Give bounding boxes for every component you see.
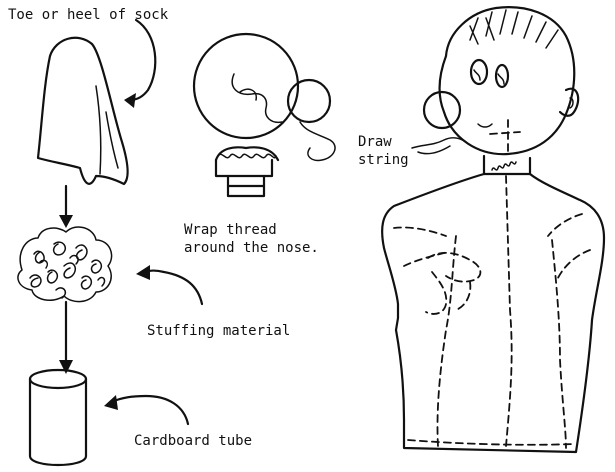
cardboard-tube-illustration <box>30 370 86 465</box>
down-arrow-1 <box>59 186 73 228</box>
down-arrow-2 <box>59 302 73 374</box>
stuffing-illustration <box>18 227 112 302</box>
stuffing-pointer-arrow <box>136 265 202 304</box>
sock-illustration <box>38 38 128 184</box>
sock-pointer-arrow <box>124 20 155 108</box>
tube-pointer-arrow <box>104 395 188 424</box>
head-ball-illustration <box>194 34 335 196</box>
finished-puppet-illustration <box>382 7 604 452</box>
